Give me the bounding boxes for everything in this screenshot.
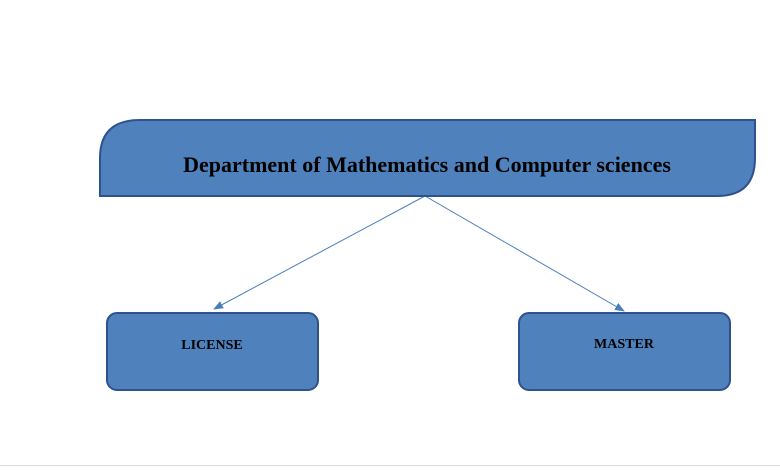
license-node-box: [106, 312, 319, 391]
license-node-label: LICENSE: [181, 338, 242, 353]
connector-root-to-license: [213, 195, 426, 310]
connector-root-to-master: [424, 195, 625, 312]
bottom-divider: [0, 465, 780, 466]
master-node-box: [518, 312, 731, 391]
root-node-box: [99, 119, 756, 197]
root-node-label: Department of Mathematics and Computer s…: [183, 152, 671, 177]
master-node-label: MASTER: [594, 337, 655, 352]
